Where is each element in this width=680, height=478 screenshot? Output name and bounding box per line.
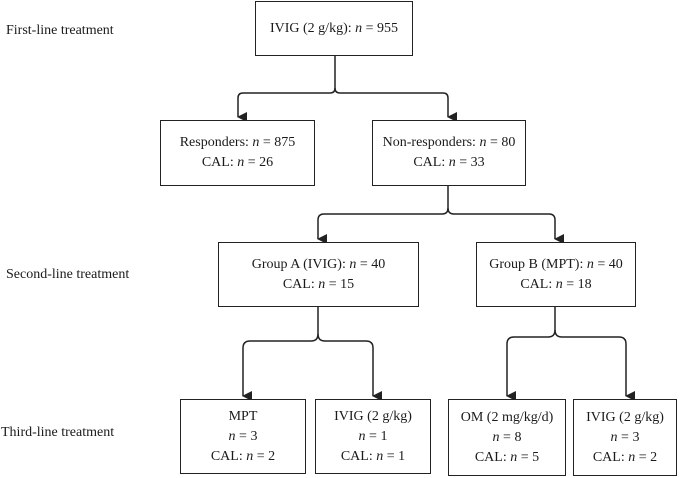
node-non-responders: Non-responders: n = 80 CAL: n = 33 <box>372 120 526 186</box>
node-line: IVIG (2 g/kg) <box>586 409 664 425</box>
node-group-a: Group A (IVIG): n = 40 CAL: n = 15 <box>218 242 419 307</box>
node-line: CAL: n = 2 <box>210 448 276 464</box>
node-responders: Responders: n = 875 CAL: n = 26 <box>160 120 315 186</box>
node-group-b-ivig: IVIG (2 g/kg) n = 3 CAL: n = 2 <box>573 399 677 476</box>
node-line: CAL: n = 33 <box>413 155 485 170</box>
node-group-b-om: OM (2 mg/kg/d) n = 8 CAL: n = 5 <box>448 399 566 476</box>
node-line: n = 1 <box>358 428 388 444</box>
edge-group-b-to-ivig <box>554 329 635 401</box>
node-line: n = 3 <box>610 429 640 445</box>
stage-label-second-line: Second-line treatment <box>6 267 130 282</box>
node-line: n = 3 <box>228 428 258 444</box>
edge-root-to-responders <box>237 56 336 122</box>
edge-group-b-to-om <box>506 307 556 401</box>
node-group-a-mpt: MPT n = 3 CAL: n = 2 <box>180 399 306 474</box>
node-line: Responders: n = 875 <box>179 135 296 150</box>
node-group-a-ivig: IVIG (2 g/kg) n = 1 CAL: n = 1 <box>315 399 431 474</box>
edge-non-responders-to-group-b <box>447 207 564 244</box>
node-line: n = 8 <box>492 429 522 445</box>
edge-non-responders-to-group-a <box>317 186 449 244</box>
node-line: MPT <box>228 408 258 424</box>
node-line: CAL: n = 2 <box>592 449 658 465</box>
node-line: CAL: n = 18 <box>520 276 592 292</box>
edge-group-a-to-ivig <box>317 333 382 401</box>
node-line: Non-responders: n = 80 <box>382 135 516 150</box>
node-line: IVIG (2 g/kg) <box>334 408 412 424</box>
node-line: IVIG (2 g/kg): n = 955 <box>269 20 399 36</box>
edge-root-to-non-responders <box>334 87 457 122</box>
node-line: CAL: n = 1 <box>340 448 406 464</box>
node-line: CAL: n = 15 <box>282 276 355 292</box>
stage-label-third-line: Third-line treatment <box>1 425 115 440</box>
node-ivig-first-line: IVIG (2 g/kg): n = 955 <box>255 1 413 56</box>
node-line: CAL: n = 26 <box>201 155 274 170</box>
node-line: CAL: n = 5 <box>474 449 540 465</box>
edge-group-a-to-mpt <box>242 307 319 401</box>
node-line: OM (2 mg/kg/d) <box>460 409 554 425</box>
node-line: Group B (MPT): n = 40 <box>489 256 623 272</box>
node-group-b: Group B (MPT): n = 40 CAL: n = 18 <box>476 242 636 307</box>
node-line: Group A (IVIG): n = 40 <box>251 256 386 272</box>
stage-label-first-line: First-line treatment <box>6 23 114 38</box>
